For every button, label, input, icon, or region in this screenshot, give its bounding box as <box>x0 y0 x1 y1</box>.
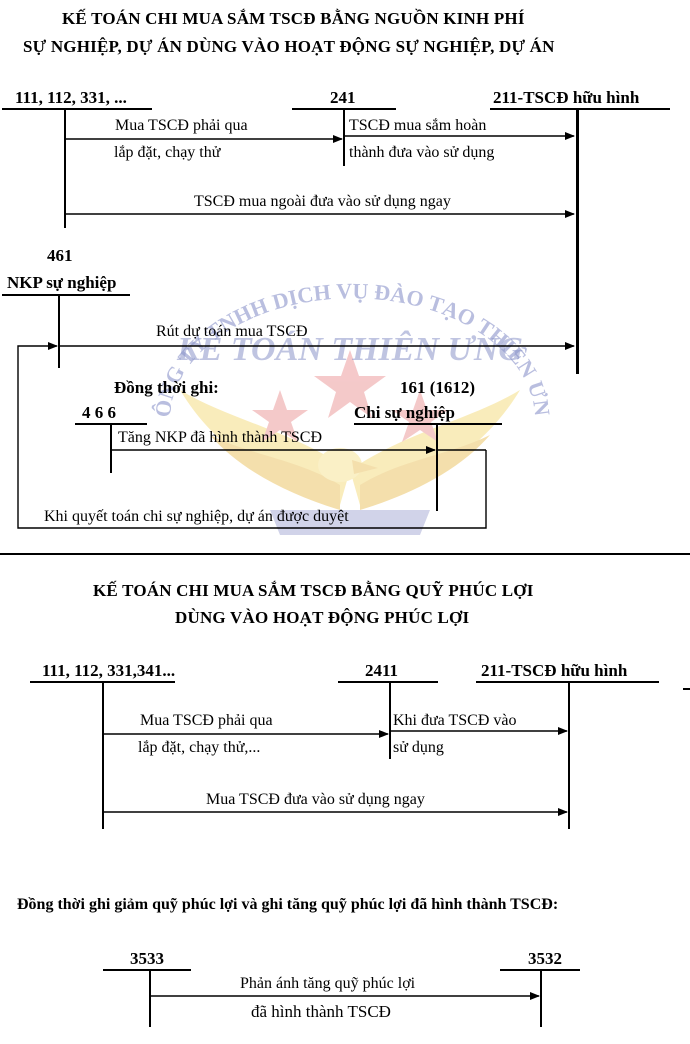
arrow-settlement-loop <box>18 346 486 528</box>
